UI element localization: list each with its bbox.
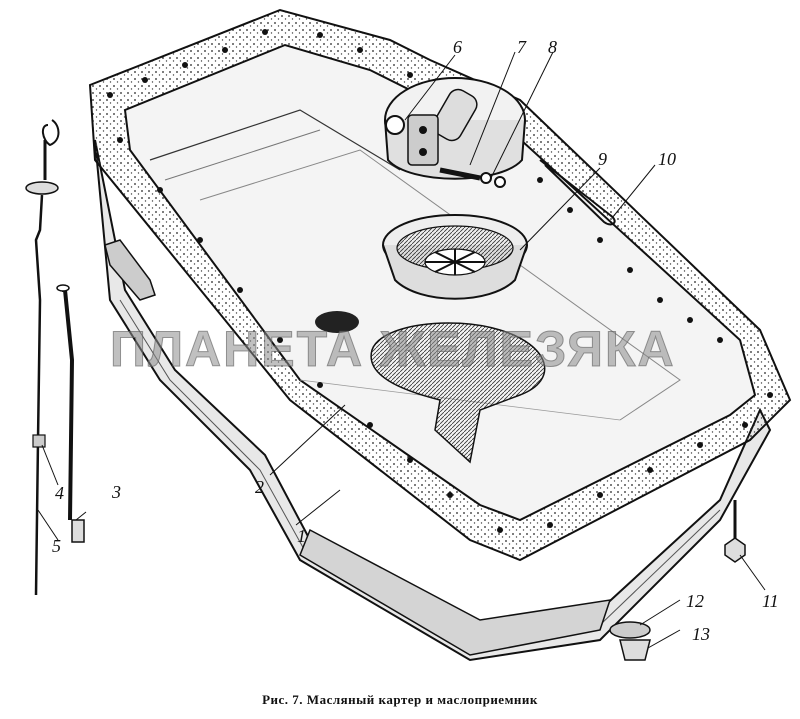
baffle-large-opening [370,322,546,464]
dipstick [25,119,60,596]
leader-lines [37,51,766,649]
bolt-holes [107,29,773,533]
figure-caption: Рис. 7. Масляный картер и маслоприемник [262,692,538,707]
drain-plug [609,621,651,661]
callout-9: 9 [598,149,607,169]
callout-5: 5 [52,536,61,556]
oil-pan-drawing [25,8,792,662]
callout-8: 8 [548,37,557,57]
callout-6: 6 [453,37,462,57]
callout-12: 12 [686,591,704,611]
baffle-small-hole [315,311,359,333]
cotter-pin [539,159,616,226]
callout-2: 2 [255,477,264,497]
stud-nut [724,500,746,563]
callout-10: 10 [658,149,676,169]
sump [299,528,612,656]
side-fitting [104,239,156,301]
callout-7: 7 [517,37,526,57]
dipstick-tube [56,284,85,543]
callout-13: 13 [692,624,710,644]
callout-4: 4 [55,483,64,503]
callout-1: 1 [297,526,306,546]
oil-receiver-cover [384,77,526,188]
callout-11: 11 [762,591,779,611]
oil-strainer [382,214,528,300]
callout-3: 3 [112,482,121,502]
